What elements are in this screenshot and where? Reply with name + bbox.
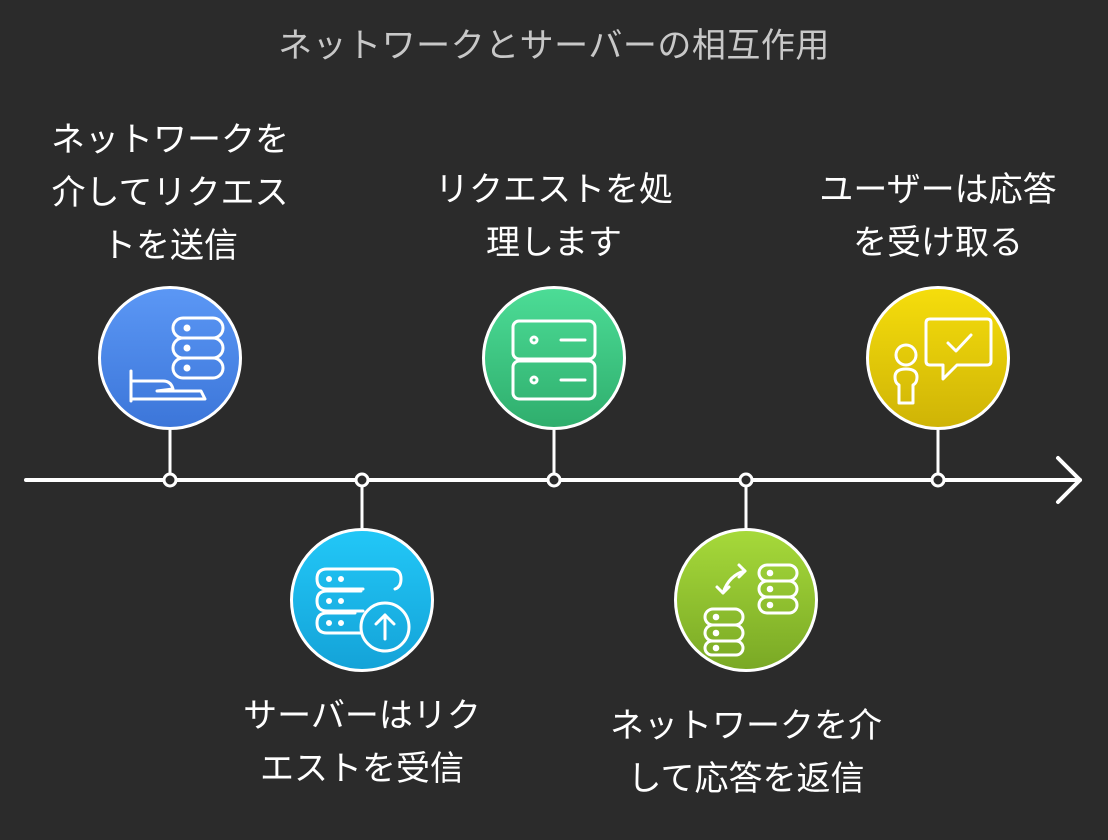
timeline-arrow-head <box>1056 456 1082 504</box>
server-exchange-icon <box>703 563 799 657</box>
user-response-icon <box>893 317 993 405</box>
step-5-label: ユーザーは応答 を受け取る <box>819 170 1057 263</box>
step-2-circle <box>290 528 434 672</box>
timeline-node-2 <box>354 472 370 488</box>
timeline-node-1 <box>162 472 178 488</box>
server-rack-icon <box>511 319 597 401</box>
server-upload-icon <box>315 567 411 653</box>
hand-server-icon <box>129 316 225 403</box>
step-4-label: ネットワークを介 して応答を返信 <box>610 706 882 799</box>
timeline-node-5 <box>930 472 946 488</box>
diagram-title: ネットワークとサーバーの相互作用 <box>278 26 830 66</box>
step-3-label: リクエストを処 理します <box>435 170 673 263</box>
step-4-circle <box>674 528 818 672</box>
timeline-node-3 <box>546 472 562 488</box>
step-2-label: サーバーはリク エストを受信 <box>243 696 481 789</box>
step-5-circle <box>866 286 1010 430</box>
timeline-node-4 <box>738 472 754 488</box>
step-1-label: ネットワークを 介してリクエス トを送信 <box>51 120 289 266</box>
step-3-circle <box>482 286 626 430</box>
step-1-circle <box>98 286 242 430</box>
